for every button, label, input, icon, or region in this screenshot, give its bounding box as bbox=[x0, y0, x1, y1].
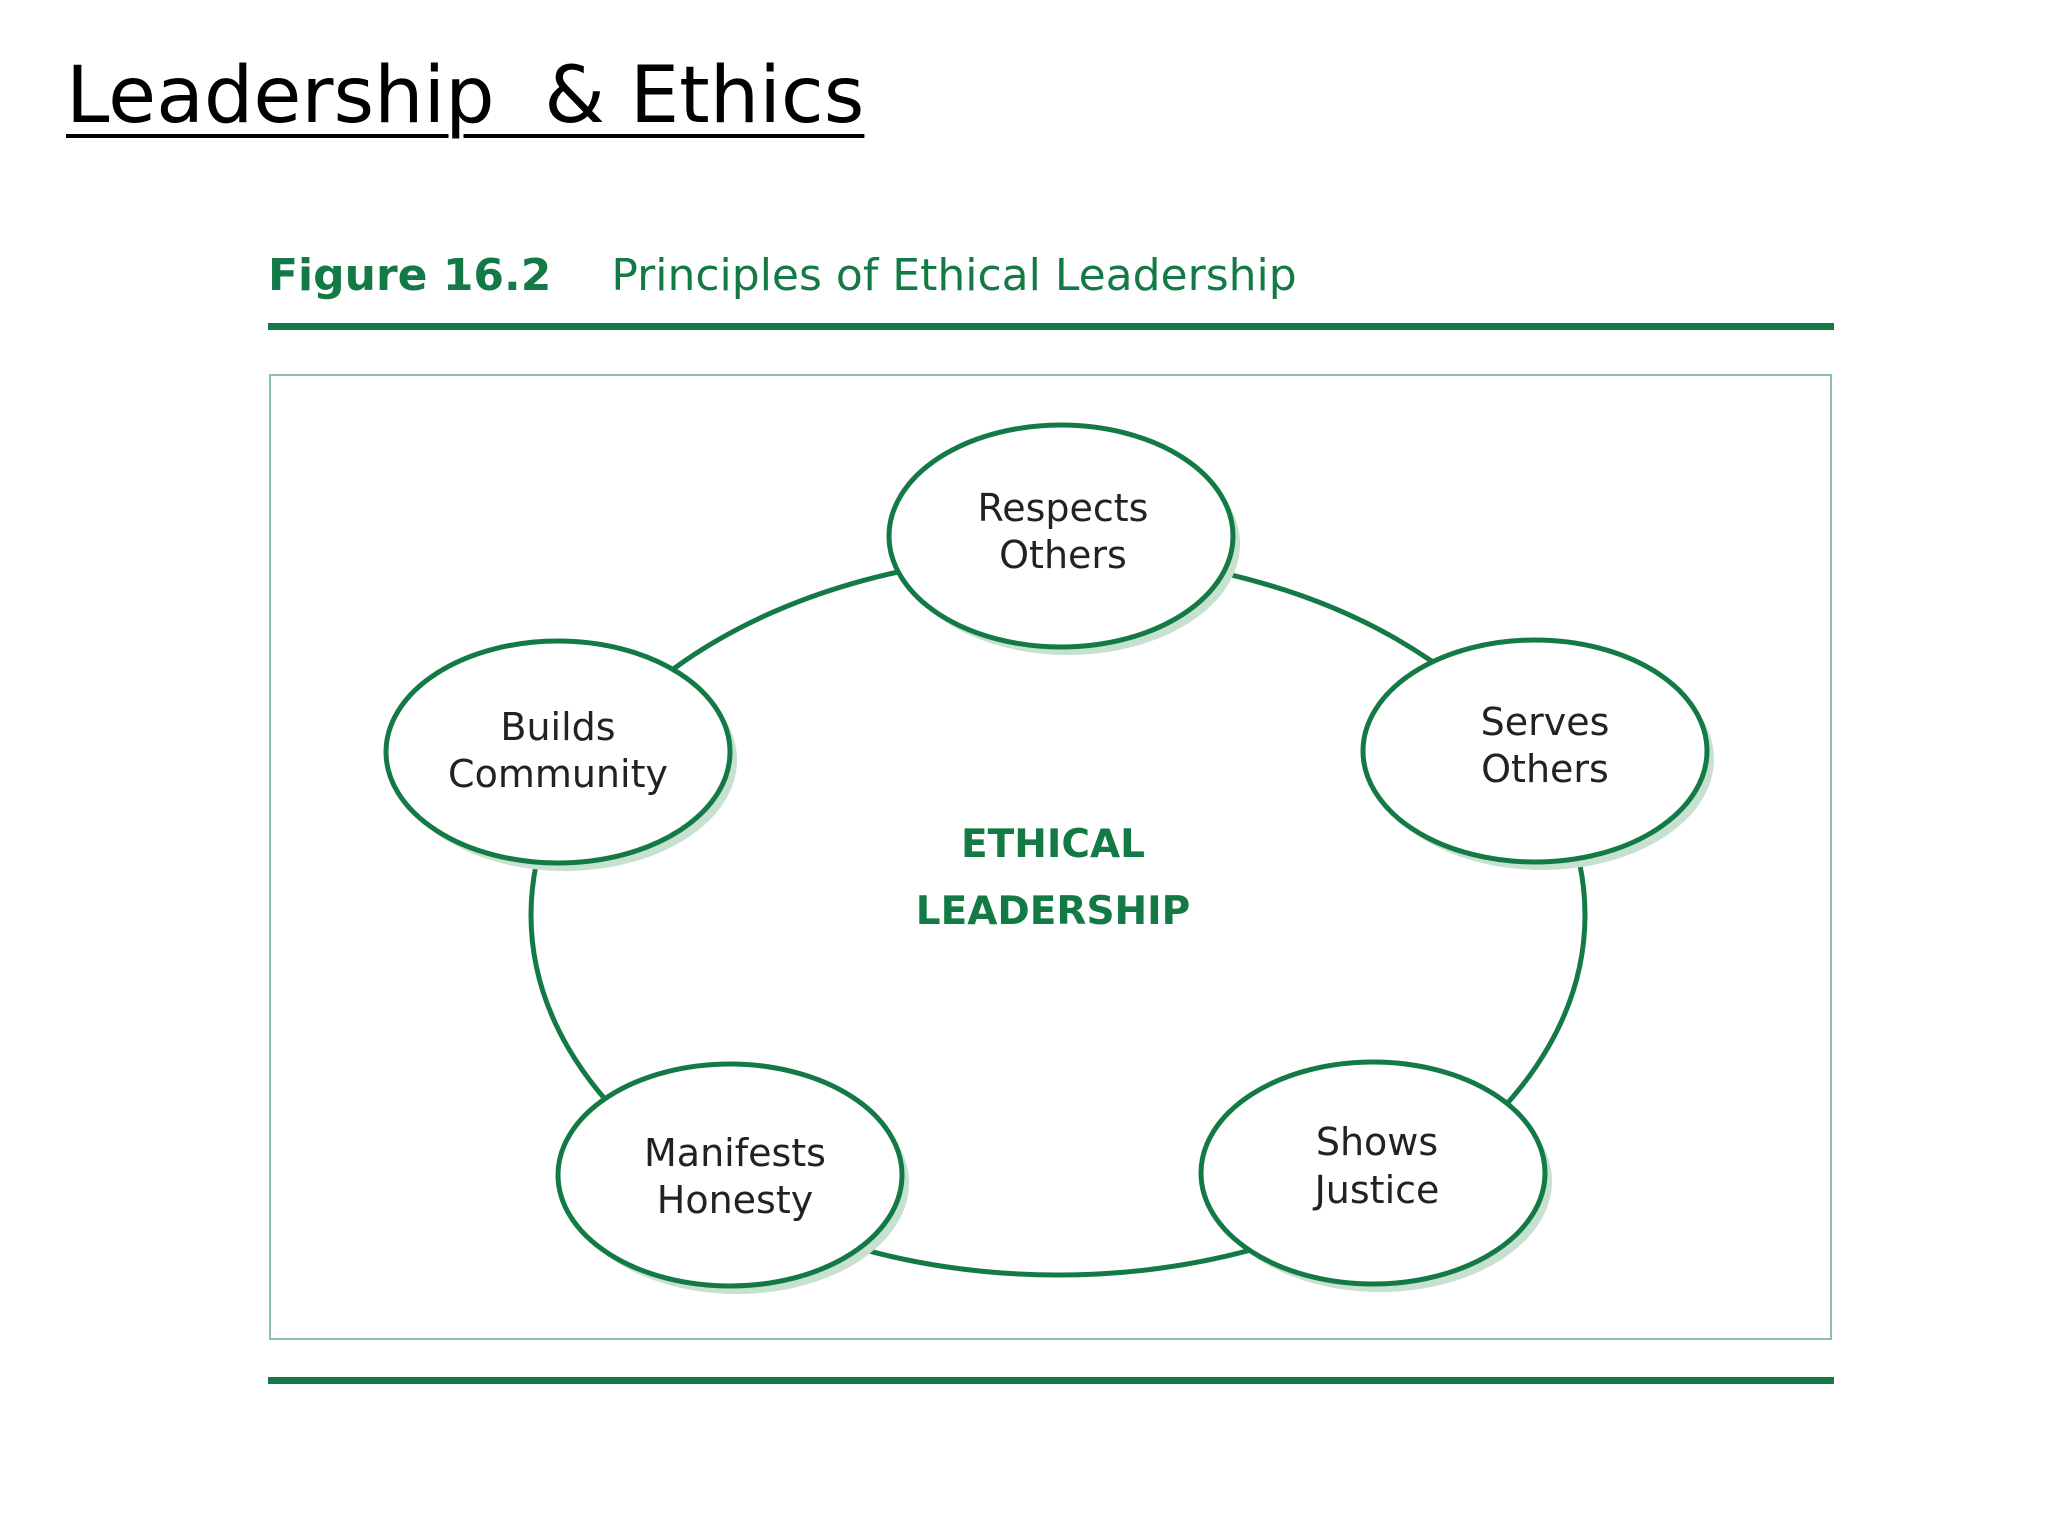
figure-bottom-rule bbox=[268, 1377, 1834, 1384]
figure-caption: Figure 16.2 Principles of Ethical Leader… bbox=[268, 250, 1297, 301]
node-label-line1: Shows bbox=[1316, 1120, 1438, 1164]
node-label-line1: Serves bbox=[1481, 700, 1610, 744]
node-label-line2: Community bbox=[448, 752, 668, 796]
figure-frame bbox=[269, 374, 1832, 1340]
node-label-line2: Honesty bbox=[657, 1178, 813, 1222]
node-ellipse bbox=[555, 1061, 905, 1289]
node-ellipse bbox=[383, 638, 733, 866]
center-label-line1: ETHICAL bbox=[961, 822, 1145, 867]
node-label-line2: Justice bbox=[1313, 1168, 1440, 1212]
node-respects-others: Respects Others bbox=[886, 422, 1240, 655]
node-ellipse bbox=[1198, 1059, 1548, 1287]
node-manifests-honesty: Manifests Honesty bbox=[555, 1061, 909, 1294]
slide-title: Leadership & Ethics bbox=[66, 51, 865, 141]
node-serves-others: Serves Others bbox=[1360, 637, 1714, 870]
node-label-line2: Others bbox=[1481, 747, 1609, 791]
node-ellipse bbox=[1360, 637, 1710, 865]
node-label-line1: Manifests bbox=[644, 1131, 826, 1175]
center-label-line2: LEADERSHIP bbox=[916, 889, 1191, 934]
figure-title: Principles of Ethical Leadership bbox=[611, 250, 1297, 301]
node-ellipse bbox=[886, 422, 1236, 650]
node-builds-community: Builds Community bbox=[383, 638, 737, 871]
node-shows-justice: Shows Justice bbox=[1198, 1059, 1552, 1292]
figure-number: Figure 16.2 bbox=[268, 250, 552, 301]
figure-top-rule bbox=[268, 323, 1834, 330]
node-label-line1: Builds bbox=[500, 705, 615, 749]
node-label-line2: Others bbox=[999, 533, 1127, 577]
node-label-line1: Respects bbox=[978, 486, 1149, 530]
